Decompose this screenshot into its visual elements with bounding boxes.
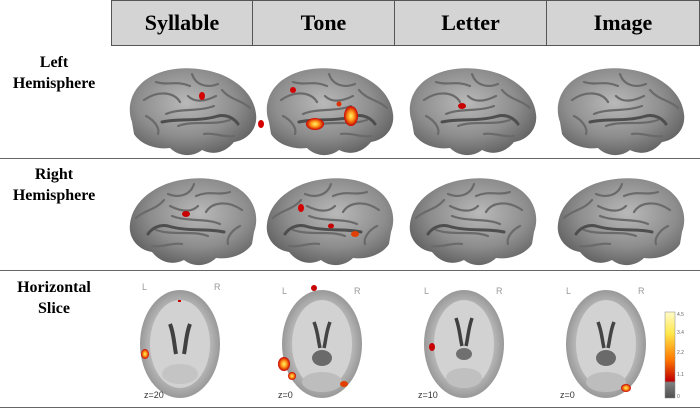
slice-z-label: z=0 — [560, 390, 575, 400]
colorbar-tick: 4.5 — [677, 312, 684, 318]
colorbar-tick: 3.4 — [677, 330, 684, 336]
colorbar-tick: 2.2 — [677, 350, 684, 356]
column-header-tone: Tone — [252, 0, 395, 46]
column-header-letter: Letter — [394, 0, 547, 46]
left-marker: L — [424, 286, 429, 296]
colorbar-tick: 0 — [677, 394, 680, 400]
colorbar: 4.5 3.4 2.2 1.1 0 — [663, 310, 693, 402]
colorbar-tick: 1.1 — [677, 372, 684, 378]
brain-left-syllable — [118, 60, 263, 158]
row-label-line: Slice — [38, 300, 70, 317]
brain-left-tone — [255, 60, 400, 158]
slice-z-label: z=10 — [418, 390, 438, 400]
brain-left-letter — [398, 60, 543, 158]
column-header-syllable: Syllable — [111, 0, 253, 46]
right-marker: R — [354, 286, 361, 296]
row-label-line: Hemisphere — [12, 187, 96, 204]
slice-z-label: z=0 — [278, 390, 293, 400]
row-label-left-hemisphere: Left Hemisphere — [6, 52, 102, 94]
right-marker: R — [638, 286, 645, 296]
left-marker: L — [282, 286, 287, 296]
row-label-right-hemisphere: Right Hemisphere — [6, 164, 102, 206]
column-header-image: Image — [546, 0, 700, 46]
right-marker: R — [496, 286, 503, 296]
right-marker: R — [214, 282, 221, 292]
slice-tone: L R z=0 — [272, 278, 372, 404]
brain-right-syllable — [118, 170, 263, 268]
brain-left-image — [546, 60, 691, 158]
row-label-line: Horizontal — [17, 279, 91, 296]
slice-letter: L R z=10 — [414, 278, 514, 404]
row-label-line: Right — [34, 166, 74, 183]
brain-right-image — [546, 170, 691, 268]
row-divider — [0, 270, 700, 271]
left-marker: L — [142, 282, 147, 292]
row-divider — [0, 158, 700, 159]
slice-image: L R z=0 — [556, 278, 656, 404]
row-label-horizontal-slice: Horizontal Slice — [6, 277, 102, 319]
brain-right-tone — [255, 170, 400, 268]
row-label-line: Left — [39, 54, 69, 71]
slice-syllable: L R z=20 — [130, 278, 230, 404]
left-marker: L — [566, 286, 571, 296]
slice-z-label: z=20 — [144, 390, 164, 400]
row-label-line: Hemisphere — [12, 75, 96, 92]
brain-right-letter — [398, 170, 543, 268]
